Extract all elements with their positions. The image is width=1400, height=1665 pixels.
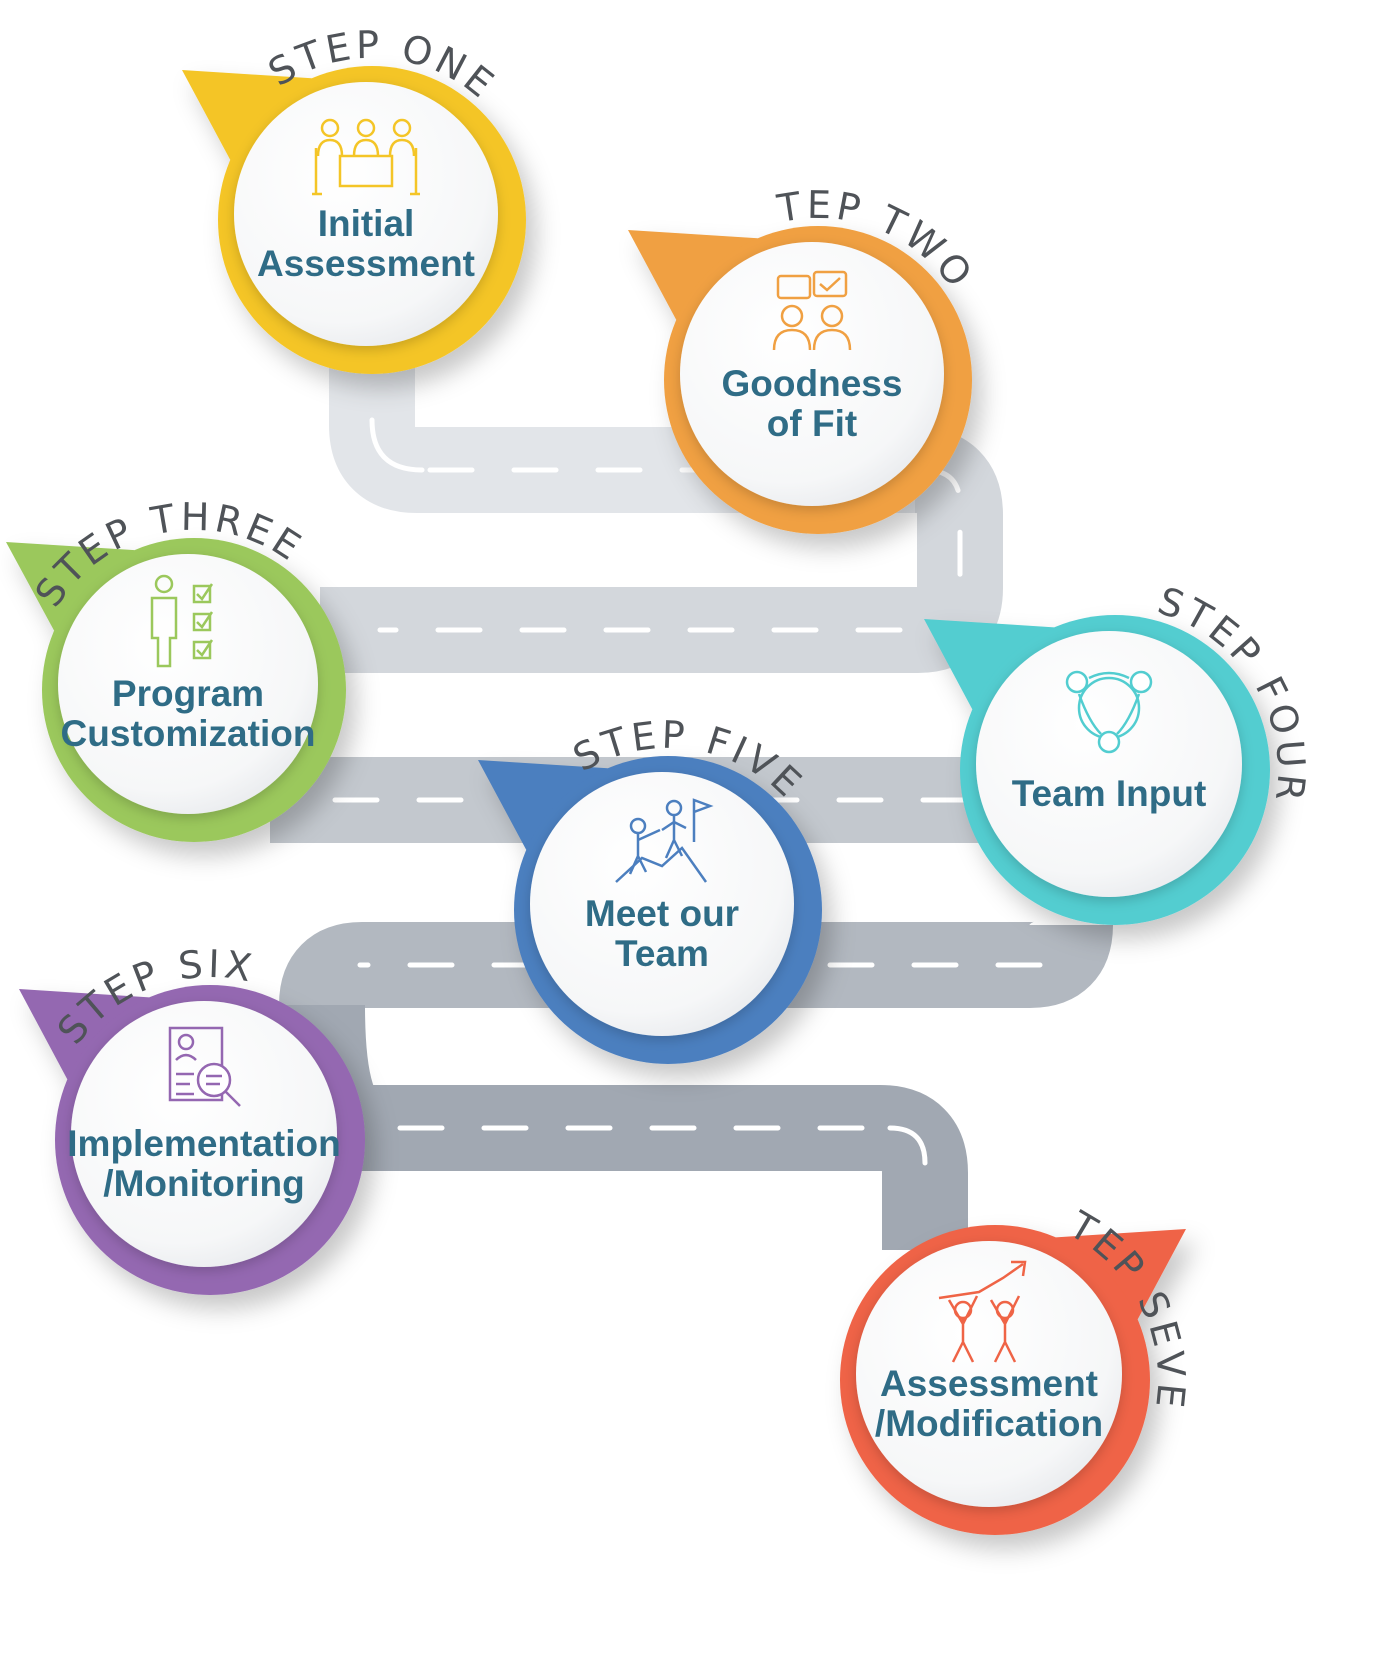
profile-magnifier-icon — [168, 1026, 241, 1107]
step-title-line: Customization — [61, 713, 316, 754]
step-title-line: Implementation — [67, 1123, 340, 1164]
step-face — [71, 1001, 337, 1267]
step-face — [976, 631, 1242, 897]
step-title-line: Team — [615, 933, 709, 974]
step-face — [856, 1241, 1122, 1507]
step-title-line: Goodness — [722, 363, 903, 404]
discussion-checkmark-icon — [772, 270, 852, 351]
step-title-line: /Modification — [875, 1403, 1103, 1444]
step-title-line: Meet our — [585, 893, 739, 934]
team-meeting-icon — [312, 118, 420, 196]
mountain-climbers-icon — [615, 798, 714, 883]
step-title-line: /Monitoring — [103, 1163, 304, 1204]
step-title-line: Assessment — [257, 243, 475, 284]
step-title-line: Initial — [318, 203, 415, 244]
step-face — [680, 242, 944, 506]
step-title-line: Assessment — [880, 1363, 1098, 1404]
team-circle-icon — [1065, 670, 1153, 754]
lifting-growth-arrow-icon — [938, 1260, 1027, 1363]
step-face — [58, 554, 318, 814]
step-title-line: Team Input — [1012, 773, 1207, 814]
person-checklist-icon — [150, 574, 214, 668]
step-title-line: Program — [112, 673, 264, 714]
step-face — [234, 82, 498, 346]
step-title-line: of Fit — [767, 403, 857, 444]
step-face — [530, 772, 794, 1036]
